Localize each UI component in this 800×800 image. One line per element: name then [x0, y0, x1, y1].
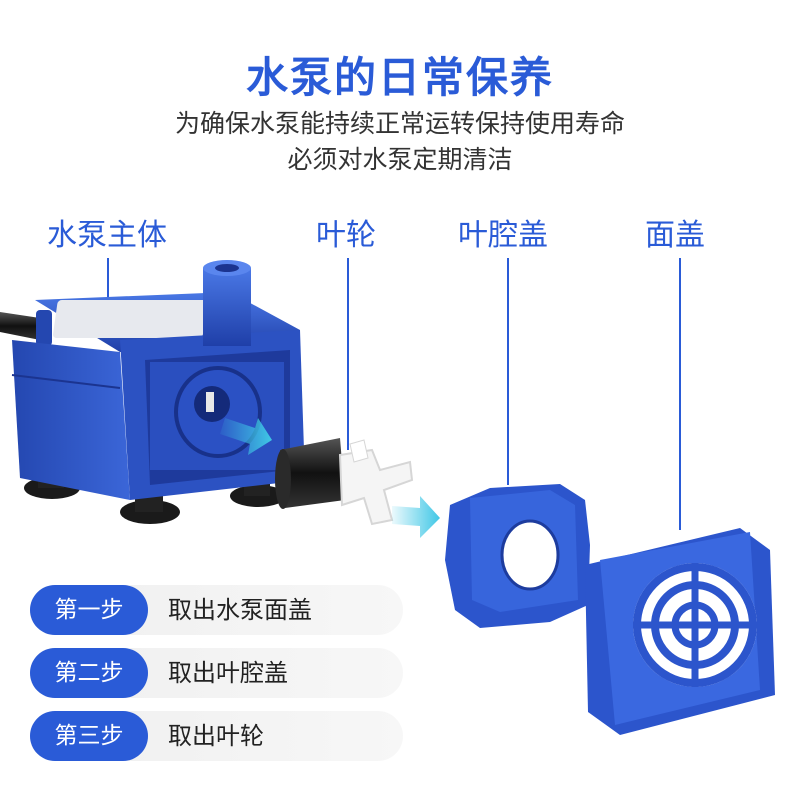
arrow-icon-1	[220, 418, 272, 455]
subtitle-line-2: 必须对水泵定期清洁	[287, 145, 513, 174]
pump-body	[11, 292, 305, 500]
step-3-badge: 第三步	[30, 711, 148, 761]
impeller-cover	[445, 484, 590, 628]
part-label-pump-body: 水泵主体	[47, 218, 167, 253]
page-title: 水泵的日常保养	[245, 53, 554, 102]
part-label-impeller: 叶轮	[316, 218, 376, 253]
step-2-text: 取出叶腔盖	[168, 659, 288, 687]
grille	[633, 563, 757, 687]
impeller	[275, 438, 414, 526]
power-cable	[0, 310, 52, 346]
step-2: 第二步 取出叶腔盖	[30, 648, 403, 698]
outlet-pipe	[203, 260, 251, 346]
step-3: 第三步 取出叶轮	[30, 711, 403, 761]
part-label-front-cover: 面盖	[645, 218, 705, 253]
step-1: 第一步 取出水泵面盖	[30, 585, 403, 635]
part-label-impeller-cover: 叶腔盖	[458, 218, 548, 253]
subtitle-line-1: 为确保水泵能持续正常运转保持使用寿命	[174, 109, 625, 138]
step-1-text: 取出水泵面盖	[168, 596, 312, 624]
step-2-badge: 第二步	[30, 648, 148, 698]
step-3-text: 取出叶轮	[168, 722, 264, 750]
step-1-badge: 第一步	[30, 585, 148, 635]
arrow-icon-2	[392, 496, 440, 538]
front-cover	[585, 528, 775, 735]
